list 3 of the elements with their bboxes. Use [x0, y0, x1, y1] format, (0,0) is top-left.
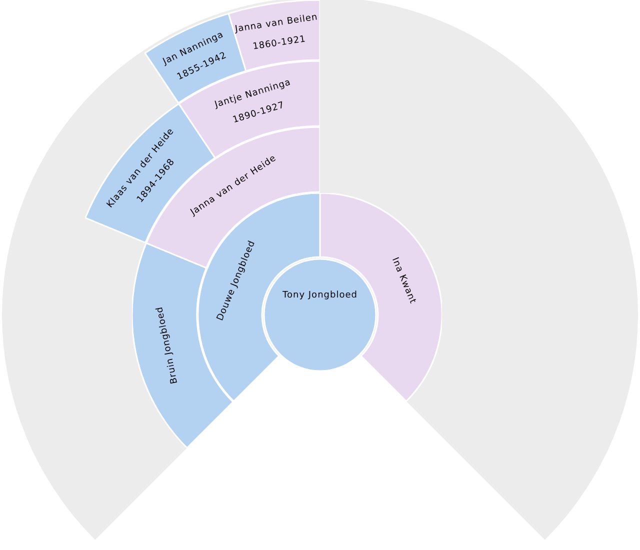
person-name: Janna van Beilen: [234, 12, 319, 35]
person-name: Tony Jongbloed: [282, 290, 358, 302]
life-dates: 1860-1921: [252, 34, 307, 53]
